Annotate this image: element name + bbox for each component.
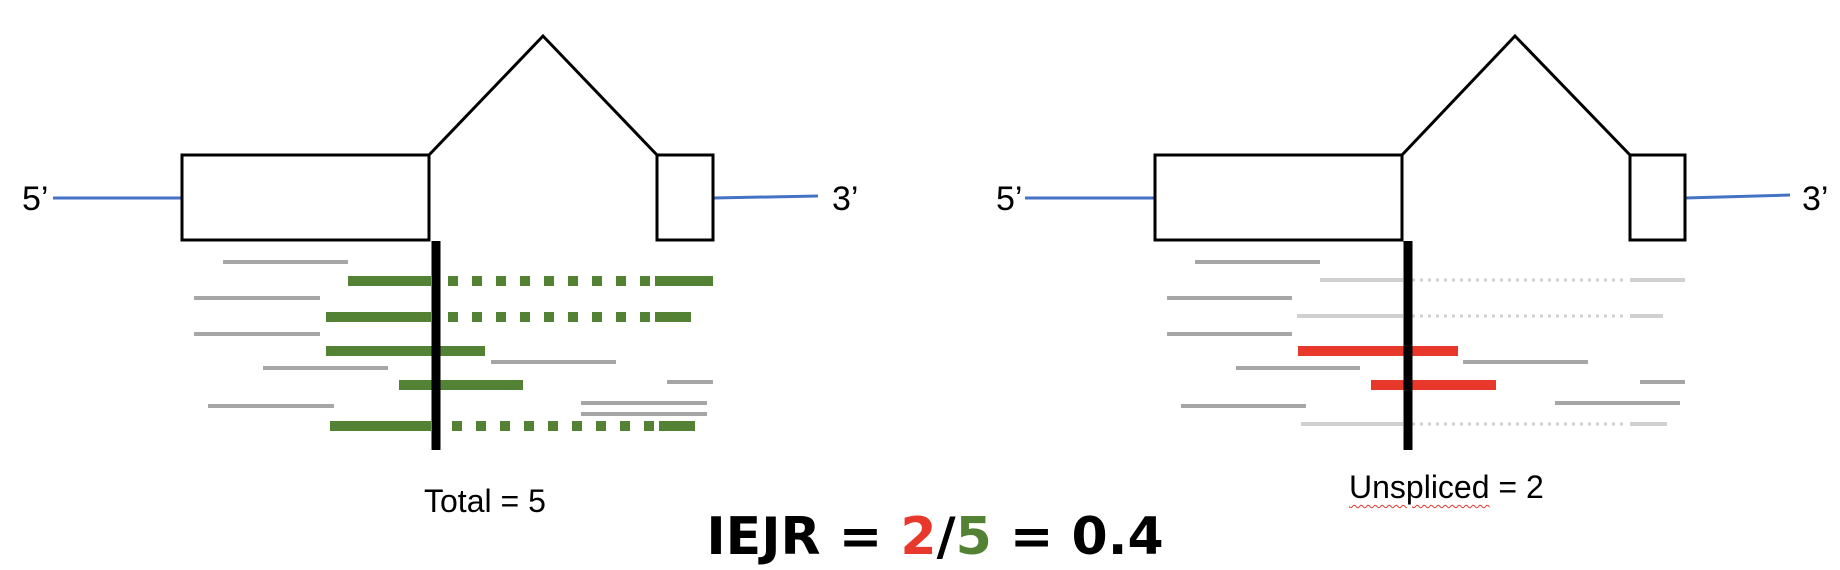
left-panel: [53, 33, 819, 450]
right-caption: Unspliced = 2: [1349, 468, 1544, 506]
right-3prime-label: 3’: [1802, 180, 1829, 218]
right-3prime-flank: [1684, 193, 1791, 200]
formula-denominator: 5: [955, 507, 992, 567]
iejr-formula: IEJR = 2/5 = 0.4: [0, 505, 1840, 569]
left-3prime-flank: [712, 194, 819, 200]
left-5prime-label: 5’: [22, 180, 49, 218]
left-intron-line: [427, 33, 659, 157]
right-panel: [1025, 33, 1791, 450]
right-exon-2: [1628, 153, 1687, 242]
right-caption-word: Unspliced: [1349, 469, 1490, 505]
right-exon-1: [1153, 153, 1404, 242]
left-caption: Total = 5: [424, 483, 546, 519]
formula-suffix: = 0.4: [991, 507, 1164, 567]
left-exon-2: [655, 153, 715, 242]
right-intron-line: [1400, 33, 1632, 157]
right-caption-rest: = 2: [1489, 469, 1544, 505]
formula-slash: /: [936, 507, 956, 567]
left-3prime-label: 3’: [832, 180, 859, 218]
right-5prime-label: 5’: [996, 180, 1023, 218]
formula-prefix: IEJR =: [706, 507, 901, 567]
formula-numerator: 2: [900, 507, 937, 567]
left-exon-1: [180, 153, 431, 242]
